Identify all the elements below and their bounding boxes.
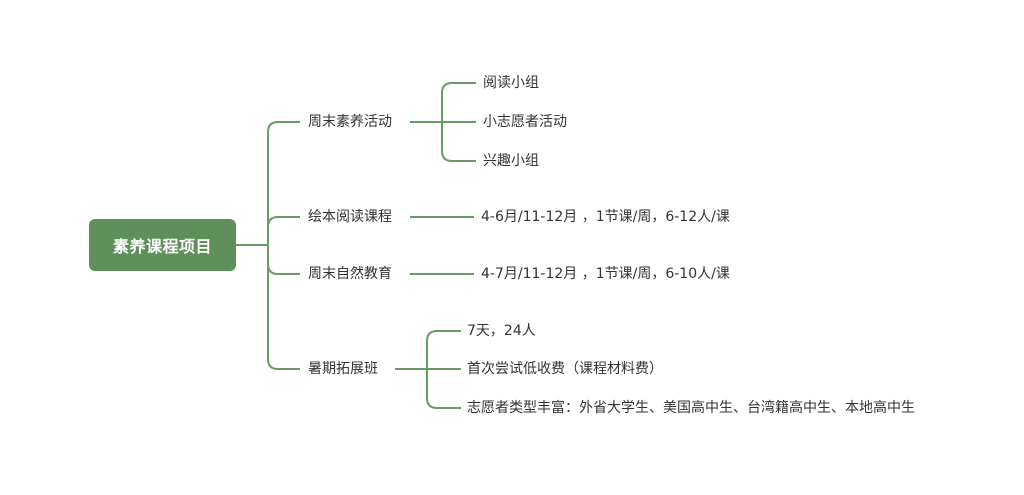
leaf-node-little-volunteer[interactable]: 小志愿者活动 — [483, 112, 567, 132]
connector-branch1-child3 — [441, 122, 476, 162]
leaf-node-nature-schedule[interactable]: 4-7月/11-12月 ，1节课/周，6-10人/课 — [481, 264, 730, 284]
connector-root-branch2 — [267, 216, 300, 245]
root-node[interactable]: 素养课程项目 — [89, 219, 236, 271]
leaf-node-interest-group[interactable]: 兴趣小组 — [483, 151, 539, 171]
leaf-label: 7天，24人 — [467, 323, 536, 339]
leaf-label: 志愿者类型丰富：外省大学生、美国高中生、台湾籍高中生、本地高中生 — [467, 400, 915, 416]
connector-branch1-child1 — [410, 82, 476, 123]
leaf-label: 首次尝试低收费（课程材料费） — [467, 361, 663, 377]
leaf-node-picture-book-schedule[interactable]: 4-6月/11-12月 ，1节课/周，6-12人/课 — [481, 207, 730, 227]
leaf-label: 小志愿者活动 — [483, 114, 567, 130]
leaf-label: 兴趣小组 — [483, 153, 539, 169]
root-node-label: 素养课程项目 — [112, 237, 212, 256]
leaf-node-reading-group[interactable]: 阅读小组 — [483, 73, 539, 93]
branch-label: 绘本阅读课程 — [308, 209, 392, 225]
connector-root-branch3 — [267, 245, 300, 275]
branch-label: 暑期拓展班 — [308, 361, 378, 377]
connector-branch4-child3 — [426, 369, 461, 409]
leaf-label: 阅读小组 — [483, 75, 539, 91]
connector-root-branch4 — [267, 245, 300, 370]
leaf-node-summer-size[interactable]: 7天，24人 — [467, 321, 536, 341]
branch-node-picture-book[interactable]: 绘本阅读课程 — [308, 207, 392, 227]
connector-branch4-child1 — [395, 330, 461, 370]
leaf-node-summer-fee[interactable]: 首次尝试低收费（课程材料费） — [467, 359, 663, 379]
branch-node-summer-camp[interactable]: 暑期拓展班 — [308, 359, 378, 379]
branch-label: 周末自然教育 — [308, 266, 392, 282]
branch-label: 周末素养活动 — [308, 114, 392, 130]
branch-node-weekend-nature[interactable]: 周末自然教育 — [308, 264, 392, 284]
connector-root-branch1 — [236, 121, 300, 246]
leaf-label: 4-6月/11-12月 ，1节课/周，6-12人/课 — [481, 209, 730, 225]
leaf-node-summer-volunteers[interactable]: 志愿者类型丰富：外省大学生、美国高中生、台湾籍高中生、本地高中生 — [467, 398, 915, 418]
leaf-label: 4-7月/11-12月 ，1节课/周，6-10人/课 — [481, 266, 730, 282]
branch-node-weekend-literacy[interactable]: 周末素养活动 — [308, 112, 392, 132]
